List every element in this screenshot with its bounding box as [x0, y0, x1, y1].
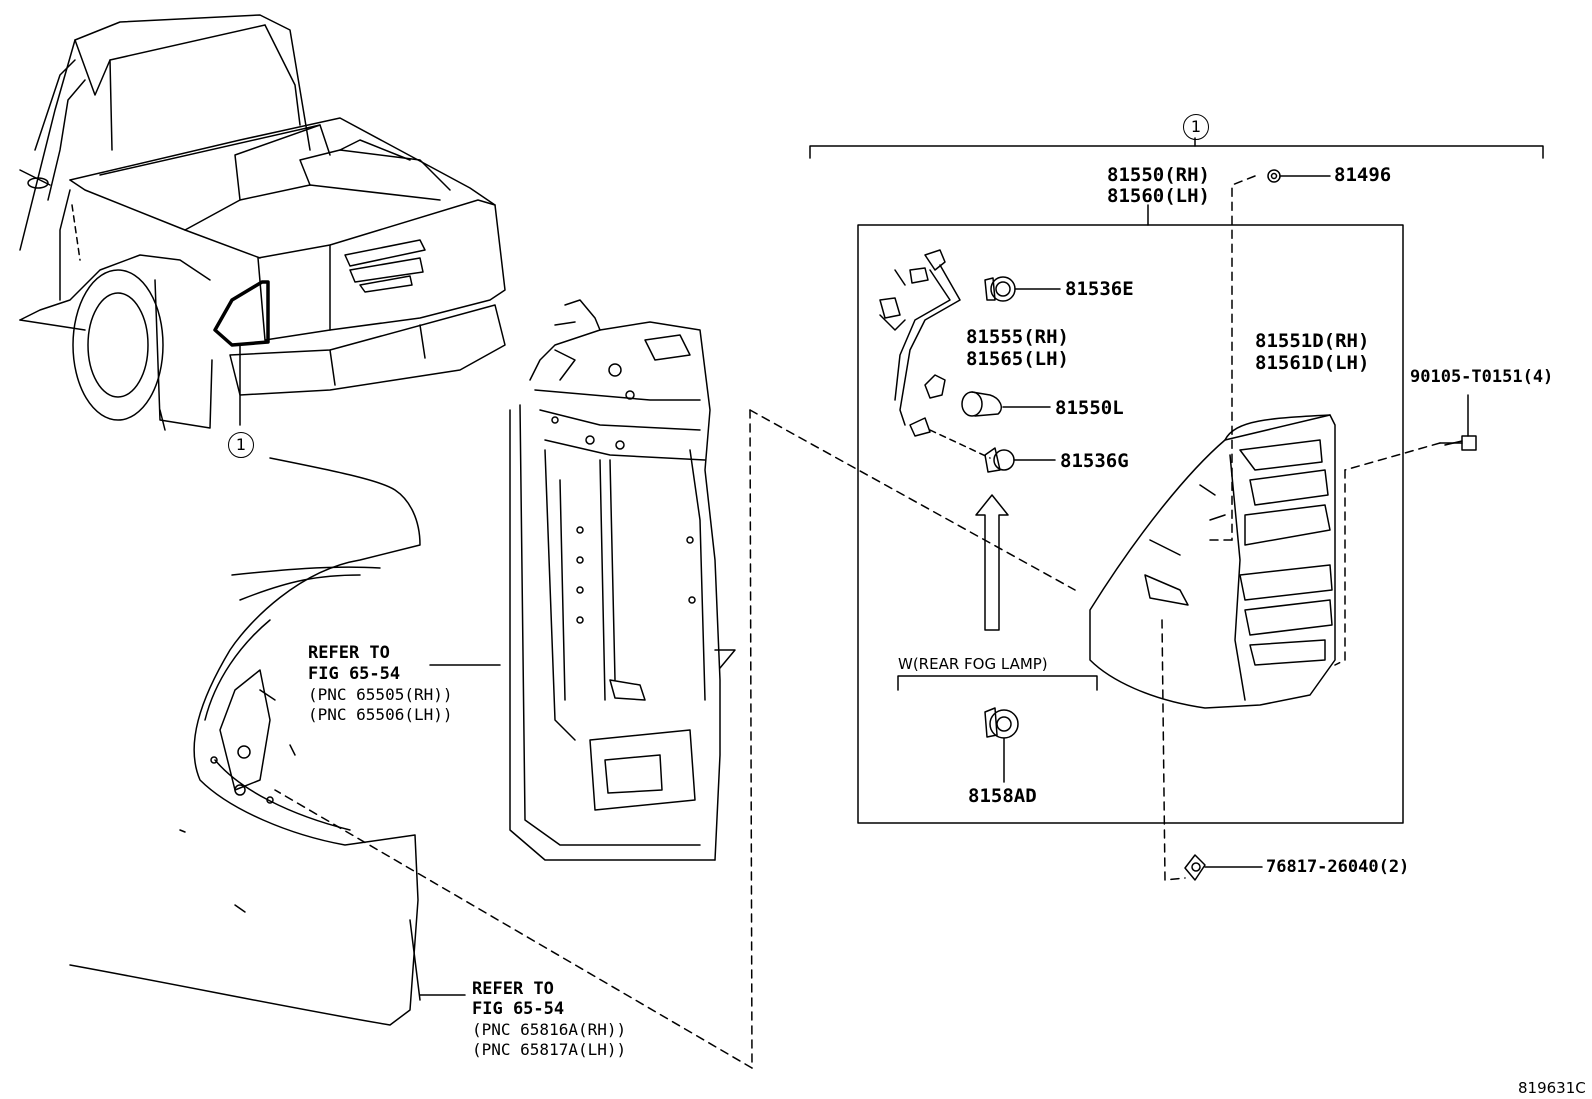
label-housing-rh: 81550(RH) — [1107, 164, 1210, 186]
label-lens-lh: 81561D(LH) — [1255, 352, 1370, 374]
refer-note-1-line4: (PNC 65506(LH)) — [308, 705, 453, 724]
label-wire-lh: 81565(LH) — [966, 348, 1069, 370]
label-bulb: 81550L — [1055, 397, 1124, 419]
label-lens-rh: 81551D(RH) — [1255, 330, 1370, 352]
label-wire-rh: 81555(RH) — [966, 326, 1069, 348]
refer-note-1-line2: FIG 65-54 — [308, 664, 401, 684]
refer-note-2-line4: (PNC 65817A(LH)) — [472, 1040, 627, 1059]
label-fog-socket: 8158AD — [968, 785, 1037, 807]
label-socket-g: 81536G — [1060, 450, 1129, 472]
callout-marker: 1 — [228, 432, 254, 458]
lamp-components — [879, 249, 1098, 783]
figure-code: 819631C — [1518, 1079, 1586, 1097]
dashed-leaders-left — [274, 409, 1076, 1069]
label-fog-option: W(REAR FOG LAMP) — [898, 655, 1048, 673]
quarter-panel-illustration — [69, 457, 501, 1026]
label-clip-top: 81496 — [1334, 164, 1392, 186]
refer-note-2-line1: REFER TO — [472, 979, 554, 999]
refer-note-2-line2: FIG 65-54 — [472, 999, 565, 1019]
label-screw: 90105-T0151(4) — [1410, 367, 1554, 387]
assembly-marker: 1 — [1183, 114, 1209, 140]
label-socket-e: 81536E — [1065, 278, 1134, 300]
refer-note-1-line3: (PNC 65505(RH)) — [308, 685, 453, 704]
inner-pillar-illustration — [509, 299, 736, 861]
label-nut: 76817-26040(2) — [1266, 857, 1410, 877]
refer-note-1-line1: REFER TO — [308, 643, 390, 663]
label-housing-lh: 81560(LH) — [1107, 185, 1210, 207]
assembly-bracket — [809, 137, 1544, 824]
refer-note-2-line3: (PNC 65816A(RH)) — [472, 1020, 627, 1039]
fasteners — [1161, 169, 1477, 881]
truck-illustration — [19, 14, 506, 431]
lamp-lens — [1089, 414, 1336, 709]
